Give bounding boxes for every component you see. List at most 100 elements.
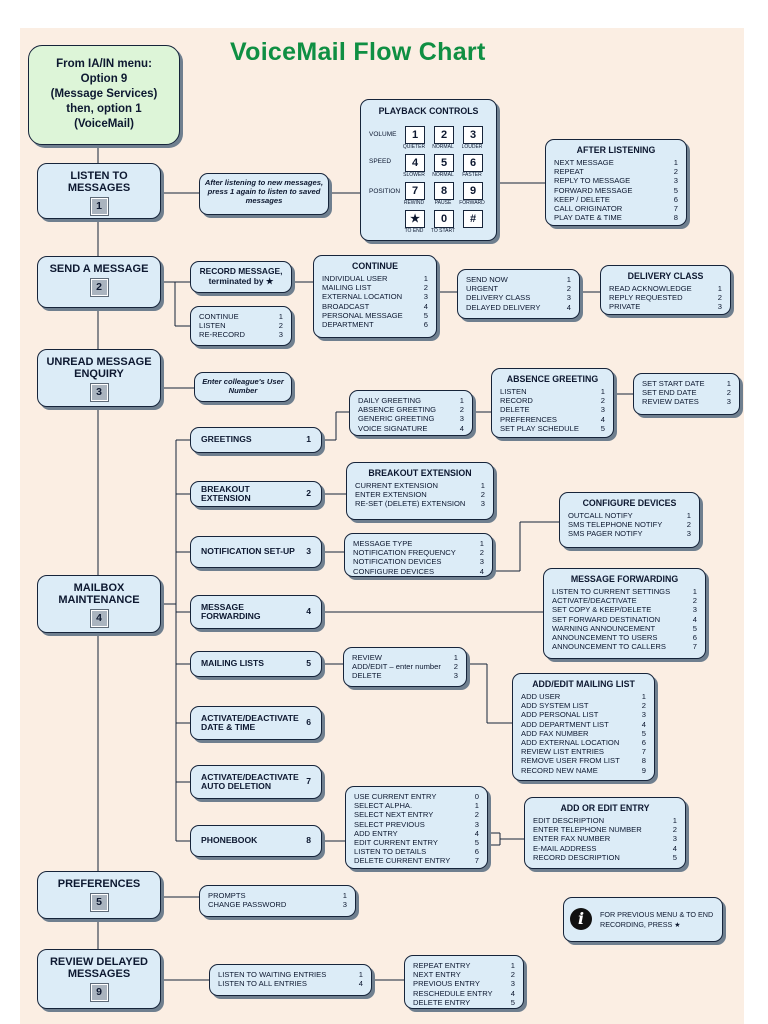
playback-key-4[interactable]: 4	[405, 154, 425, 172]
playback-key-5[interactable]: 5	[434, 154, 454, 172]
playback-key-3[interactable]: 3	[463, 126, 483, 144]
playback-key-12[interactable]: #	[463, 210, 483, 228]
playback-key-7[interactable]: 7	[405, 182, 425, 200]
playback-key-2[interactable]: 2	[434, 126, 454, 144]
playback-key-1[interactable]: 1	[405, 126, 425, 144]
list-item[interactable]: SELECT ALPHA.1	[346, 801, 487, 810]
playback-key-11[interactable]: 0	[434, 210, 454, 228]
playback-key-10[interactable]: ★	[405, 210, 425, 228]
playback-key-8[interactable]: 8	[434, 182, 454, 200]
